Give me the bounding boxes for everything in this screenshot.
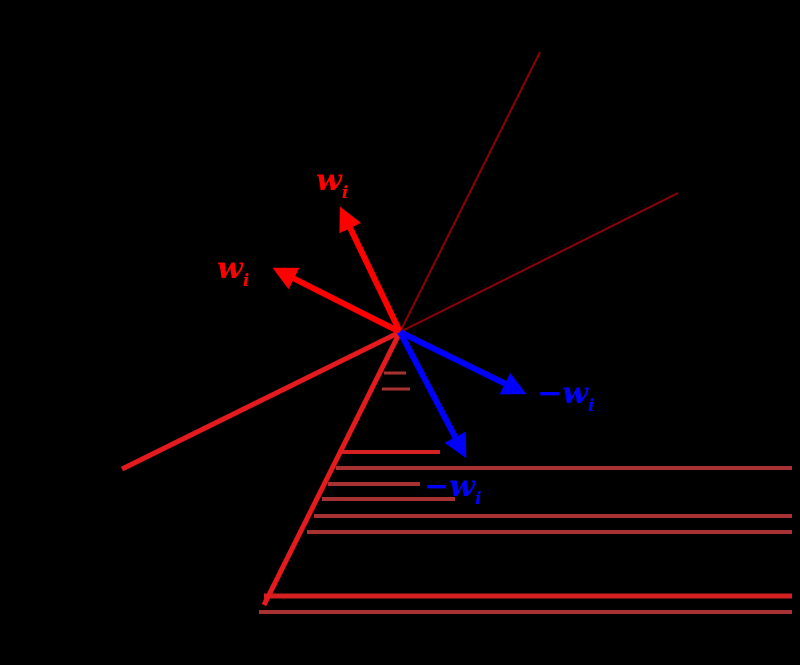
blue-vector-lower [397, 330, 467, 459]
red-vector-upper [339, 206, 403, 334]
thin-ray-steep [399, 51, 541, 333]
label-red-upper: wi [316, 163, 348, 203]
blue-vector-right [398, 329, 527, 395]
cone-edge-lower [261, 330, 403, 607]
red-vector-left [272, 267, 402, 335]
thin-ray-shallow [399, 192, 679, 333]
label-red-left: wi [217, 251, 249, 291]
cone-hatching [259, 371, 792, 614]
cone-edge-left [120, 329, 402, 472]
label-blue-right: −wi [537, 376, 594, 416]
label-blue-lower: −wi [424, 469, 481, 509]
